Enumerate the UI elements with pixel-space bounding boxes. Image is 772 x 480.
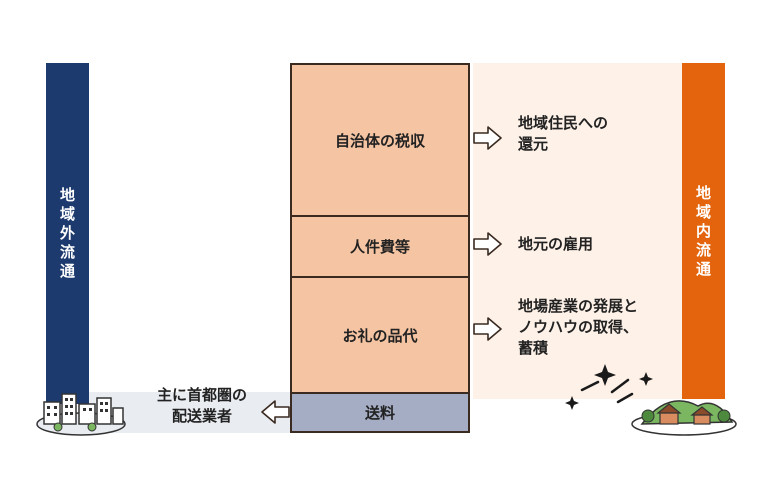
tax-revenue-label: 自治体の税収	[334, 131, 425, 150]
local-effects-background	[473, 63, 682, 399]
inflow-char: 内	[695, 221, 711, 240]
effect-gift-line: ノウハウの取得、	[518, 318, 639, 336]
shipping-box: 送料	[290, 392, 470, 433]
shipping-label: 送料	[364, 404, 395, 422]
effect-tax-line: 地域住民への	[518, 114, 609, 132]
effect-gift-line: 地場産業の発展と	[518, 297, 639, 315]
inflow-char: 通	[695, 259, 711, 278]
gift-cost-label: お礼の品代	[342, 326, 418, 345]
shipping-destination-line: 主に首都圏の	[156, 386, 247, 404]
effect-tax-line: 還元	[518, 135, 549, 153]
effect-gift-line: 蓄積	[518, 339, 549, 357]
city-icon	[36, 393, 126, 436]
inflow-char: 流	[695, 240, 711, 259]
gift-cost-box: お礼の品代	[290, 276, 470, 394]
labor-cost-box: 人件費等	[290, 215, 470, 278]
inflow-bar: 地 域 内 流 通	[682, 63, 725, 399]
shipping-destination: 主に首都圏の 配送業者	[137, 385, 267, 427]
arrow-right-icon	[473, 126, 502, 150]
effect-labor-line: 地元の雇用	[518, 235, 594, 253]
effect-tax: 地域住民への 還元	[518, 113, 608, 155]
outflow-char: 地	[59, 186, 75, 204]
effect-gift: 地場産業の発展と ノウハウの取得、 蓄積	[518, 296, 638, 359]
inflow-char: 域	[695, 202, 711, 221]
arrow-right-icon	[473, 232, 502, 256]
sparkle-icon	[565, 364, 653, 410]
arrow-right-icon	[473, 317, 502, 341]
tax-revenue-box: 自治体の税収	[290, 63, 470, 217]
shipping-destination-line: 配送業者	[171, 407, 232, 425]
outflow-char: 通	[59, 262, 75, 280]
labor-cost-label: 人件費等	[349, 238, 410, 256]
effect-labor: 地元の雇用	[518, 234, 593, 255]
inflow-char: 地	[695, 183, 711, 202]
outflow-char: 域	[59, 205, 75, 223]
outflow-char: 外	[59, 224, 75, 242]
arrow-left-icon	[261, 400, 290, 424]
outflow-bar: 地 域 外 流 通	[46, 63, 89, 404]
outflow-char: 流	[59, 243, 75, 261]
village-icon	[631, 400, 737, 436]
